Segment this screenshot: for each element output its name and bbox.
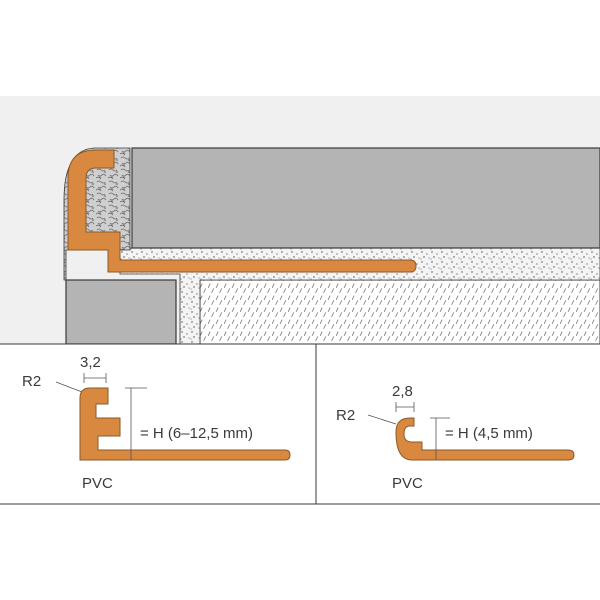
left-material-label: PVC [82,475,113,492]
top-tile [131,147,600,249]
side-tile [65,279,177,345]
left-width-dimension: 3,2 [80,354,101,371]
right-radius-label: R2 [336,407,355,424]
installed-corner-profile [67,149,417,273]
right-width-dimension: 2,8 [392,383,413,400]
left-height-label: = H (6–12,5 mm) [140,425,253,442]
right-material-label: PVC [392,475,423,492]
left-profile-section: R2 3,2 = H (6–12,5 mm) PVC [22,354,291,492]
right-profile-shape [395,417,575,461]
left-profile-shape [79,387,291,461]
left-radius-label: R2 [22,373,41,390]
substrate-hatch-icon [199,279,600,345]
right-profile-section: R2 2,8 = H (4,5 mm) PVC [336,383,575,492]
right-height-label: = H (4,5 mm) [445,425,533,442]
